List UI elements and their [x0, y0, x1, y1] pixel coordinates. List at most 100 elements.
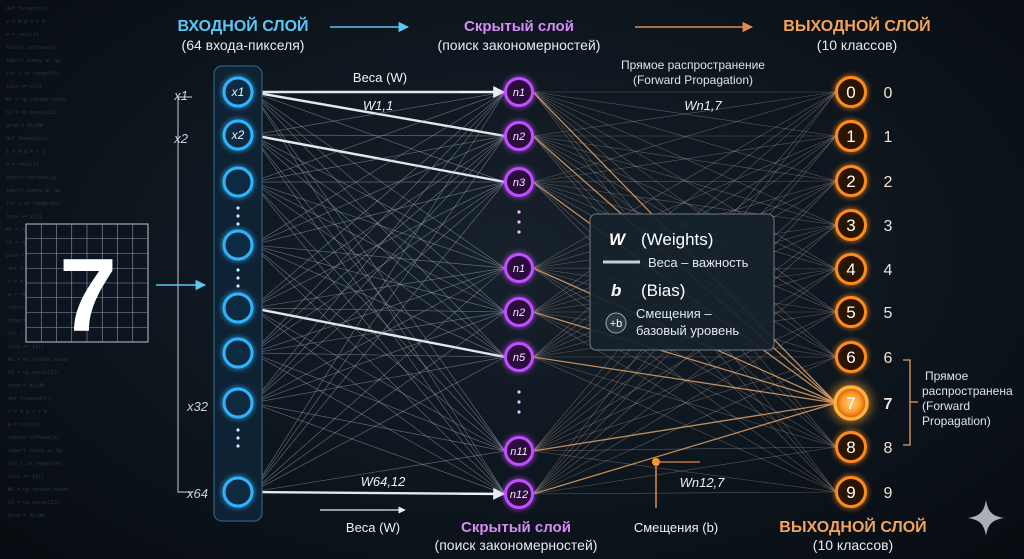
hidden-node-label-4: n1: [513, 263, 525, 275]
hidden-ellipsis-dot: [517, 230, 521, 234]
input-node-label-2: x2: [231, 128, 245, 142]
x-label-32: x32: [186, 399, 209, 414]
hidden-node-label-2: n2: [513, 131, 525, 143]
digit-pixel-grid: 7: [25, 223, 149, 354]
bottom-hidden-title: Скрытый слой: [461, 519, 571, 536]
input-node: [222, 476, 254, 508]
weight-wn17-label: Wn1,7: [684, 98, 722, 113]
output-node-6: [835, 341, 867, 373]
svg-text:a = relu(z): a = relu(z): [8, 292, 41, 298]
legend-b-title: (Bias): [641, 281, 685, 300]
input-ellipsis-dot: [236, 268, 240, 272]
input-layer-title: ВХОДНОЙ СЛОЙ: [177, 16, 308, 35]
legend-w-title: (Weights): [641, 230, 713, 249]
legend-bias-badge: [605, 312, 627, 334]
output-nodes: [833, 76, 869, 508]
forward-label-top: Прямое распространение: [621, 58, 765, 72]
bias-label-bottom: Смещения (b): [634, 520, 718, 535]
output-node-number-5: 5: [846, 303, 855, 322]
weight-wn127-label: Wn12,7: [680, 475, 726, 490]
output-node-number-2: 2: [846, 172, 855, 191]
input-nodes: [222, 76, 254, 508]
svg-text:loss += y[i]: loss += y[i]: [8, 344, 44, 350]
hidden-node-label-7: n11: [510, 446, 528, 458]
input-node: [222, 76, 254, 108]
forward-right-4: Propagation): [922, 414, 991, 428]
svg-text:z = W @ x + b: z = W @ x + b: [6, 149, 45, 155]
hidden-layer-subtitle: (поиск закономерностей): [438, 37, 601, 53]
hidden-node: [504, 342, 534, 372]
input-ellipsis-dot: [236, 214, 240, 218]
output-class-label-3: 3: [884, 218, 893, 235]
output-layer-subtitle: (10 классов): [817, 37, 897, 53]
hidden-nodes: [504, 77, 534, 509]
svg-text:b1 = np.zeros(12): b1 = np.zeros(12): [6, 110, 57, 116]
input-node: [222, 166, 254, 198]
output-node-number-0: 0: [846, 83, 855, 102]
input-node-label-1: x1: [231, 85, 245, 99]
svg-text:loss += y[i]: loss += y[i]: [8, 474, 44, 480]
svg-text:a = relu(z): a = relu(z): [6, 32, 39, 38]
input-ellipsis-dot: [236, 222, 240, 226]
legend-w-symbol: W: [609, 230, 627, 249]
input-node: [222, 119, 254, 151]
legend-w-desc: Веса – важность: [648, 255, 749, 270]
input-ellipsis-dot: [236, 276, 240, 280]
svg-text:b1 = np.zeros(12): b1 = np.zeros(12): [8, 370, 59, 376]
svg-text:W1 = np.random.randn: W1 = np.random.randn: [6, 97, 66, 103]
weight-w11-label: W1,1: [363, 98, 393, 113]
svg-text:z = W @ x + b: z = W @ x + b: [6, 19, 45, 25]
hidden-node-label-8: n12: [510, 489, 528, 501]
input-node: [222, 229, 254, 261]
hidden-layer-title: Скрытый слой: [464, 18, 574, 35]
output-class-label-0: 0: [884, 85, 893, 102]
input-node: [222, 292, 254, 324]
output-right-bracket: [903, 359, 918, 446]
output-class-label-5: 5: [884, 305, 893, 322]
hidden-node-label-6: n5: [513, 352, 526, 364]
svg-text:grad = dL/dW: grad = dL/dW: [8, 383, 45, 389]
output-class-label-1: 1: [884, 129, 893, 146]
handwritten-digit: 7: [59, 238, 117, 354]
hidden-node: [504, 253, 534, 283]
hidden-node: [504, 479, 534, 509]
svg-text:import numpy as np: import numpy as np: [8, 448, 62, 454]
hidden-node: [504, 77, 534, 107]
output-node-number-7: 7: [846, 394, 855, 413]
svg-text:grad = dL/dW: grad = dL/dW: [6, 253, 43, 259]
output-node-7: [833, 385, 869, 421]
svg-text:W1 = np.random.randn: W1 = np.random.randn: [8, 487, 68, 493]
svg-text:b1 = np.zeros(12): b1 = np.zeros(12): [8, 500, 59, 506]
output-node-number-9: 9: [846, 483, 855, 502]
input-node: [222, 387, 254, 419]
input-ellipsis-dot: [236, 444, 240, 448]
hidden-ellipsis-dot: [517, 390, 521, 394]
output-class-label-8: 8: [884, 440, 893, 457]
output-node-4: [835, 253, 867, 285]
hidden-node: [504, 297, 534, 327]
forward-right-3: (Forward: [922, 399, 970, 413]
hidden-node: [504, 436, 534, 466]
input-ellipsis-dot: [236, 206, 240, 210]
bottom-output-title: ВЫХОДНОЙ СЛОЙ: [779, 517, 926, 536]
output-node-number-3: 3: [846, 216, 855, 235]
output-class-label-7: 7: [884, 396, 893, 413]
output-node-number-6: 6: [846, 348, 855, 367]
svg-text:return softmax(a): return softmax(a): [6, 45, 57, 51]
hidden-ellipsis-dot: [517, 220, 521, 224]
input-hidden-connections: [251, 86, 506, 500]
weights-label-top: Веса (W): [353, 70, 407, 85]
input-bracket: [177, 96, 192, 493]
output-node-number-4: 4: [846, 260, 855, 279]
x-label-1: x1: [173, 88, 188, 103]
output-node-9: [835, 476, 867, 508]
input-node: [222, 337, 254, 369]
svg-text:for i in range(64):: for i in range(64):: [6, 71, 63, 77]
legend-b-symbol: b: [611, 281, 621, 300]
output-node-number-1: 1: [846, 127, 855, 146]
hidden-output-connections: [532, 91, 837, 495]
svg-text:grad = dL/dW: grad = dL/dW: [6, 123, 43, 129]
output-node-2: [835, 165, 867, 197]
